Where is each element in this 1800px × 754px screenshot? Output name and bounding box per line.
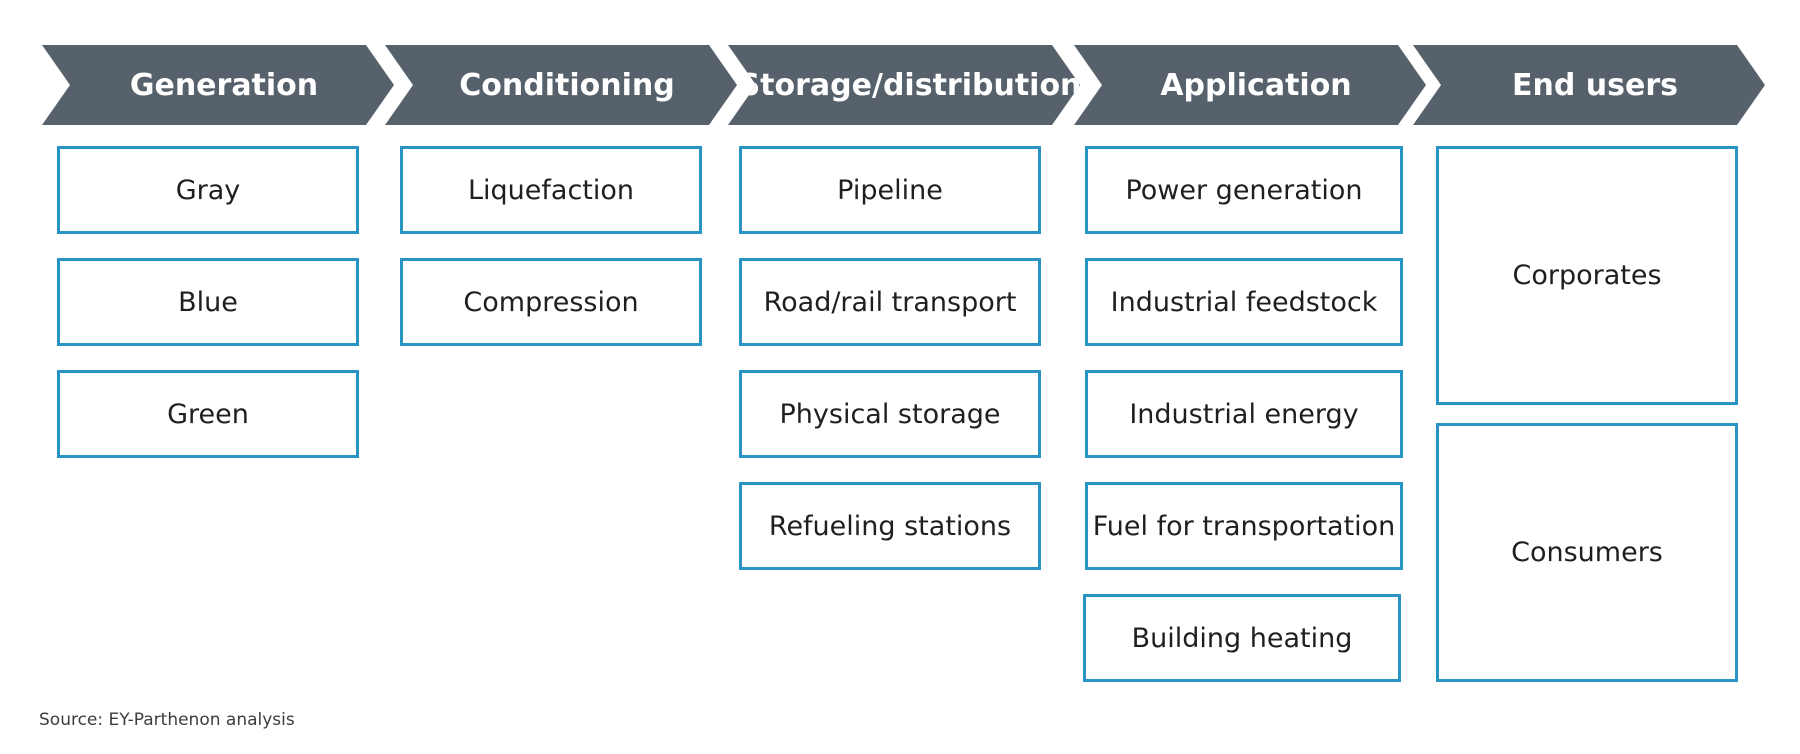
item-label: Liquefaction <box>467 174 635 206</box>
item-label: Green <box>167 398 249 430</box>
application-item-fuel-for-transportation: Fuel for transportation <box>1085 482 1403 570</box>
item-label: Corporates <box>1512 260 1662 291</box>
item-label: Consumers <box>1511 537 1663 568</box>
stage-chevron-storage-distribution: Storage/distribution <box>728 45 1080 125</box>
stage-chevron-generation: Generation <box>42 45 394 125</box>
application-item-industrial-energy: Industrial energy <box>1085 370 1403 458</box>
item-label: Industrial energy <box>1129 398 1359 430</box>
end-users-item-corporates: Corporates <box>1436 146 1738 405</box>
item-label: Physical storage <box>779 398 1001 430</box>
storage-item-pipeline: Pipeline <box>739 146 1041 234</box>
conditioning-item-liquefaction: Liquefaction <box>400 146 702 234</box>
item-label: Refueling stations <box>768 510 1012 542</box>
storage-item-physical-storage: Physical storage <box>739 370 1041 458</box>
application-item-industrial-feedstock: Industrial feedstock <box>1085 258 1403 346</box>
generation-item-gray: Gray <box>57 146 359 234</box>
storage-item-refueling-stations: Refueling stations <box>739 482 1041 570</box>
generation-item-green: Green <box>57 370 359 458</box>
item-label: Pipeline <box>837 174 943 206</box>
stage-chevron-end-users: End users <box>1413 45 1765 125</box>
item-label: Industrial feedstock <box>1110 286 1378 318</box>
source-note: Source: EY-Parthenon analysis <box>39 710 295 730</box>
stage-label: Storage/distribution <box>738 67 1082 103</box>
generation-item-blue: Blue <box>57 258 359 346</box>
item-label: Blue <box>178 286 238 318</box>
end-users-item-consumers: Consumers <box>1436 423 1738 682</box>
application-item-building-heating: Building heating <box>1083 594 1401 682</box>
item-label: Road/rail transport <box>763 286 1017 318</box>
stage-chevron-application: Application <box>1074 45 1426 125</box>
stage-label: Application <box>1160 67 1352 103</box>
item-label: Building heating <box>1131 622 1353 654</box>
conditioning-item-compression: Compression <box>400 258 702 346</box>
value-chain-header: Generation Conditioning Storage/distribu… <box>0 0 1800 140</box>
stage-label: Conditioning <box>459 67 675 103</box>
item-label: Fuel for transportation <box>1092 510 1396 542</box>
stage-label: End users <box>1512 67 1678 103</box>
item-label: Compression <box>463 286 639 318</box>
stage-label: Generation <box>129 67 319 103</box>
application-item-power-generation: Power generation <box>1085 146 1403 234</box>
storage-item-road-rail-transport: Road/rail transport <box>739 258 1041 346</box>
item-label: Gray <box>175 174 241 206</box>
item-label: Power generation <box>1125 174 1363 206</box>
stage-chevron-conditioning: Conditioning <box>385 45 737 125</box>
